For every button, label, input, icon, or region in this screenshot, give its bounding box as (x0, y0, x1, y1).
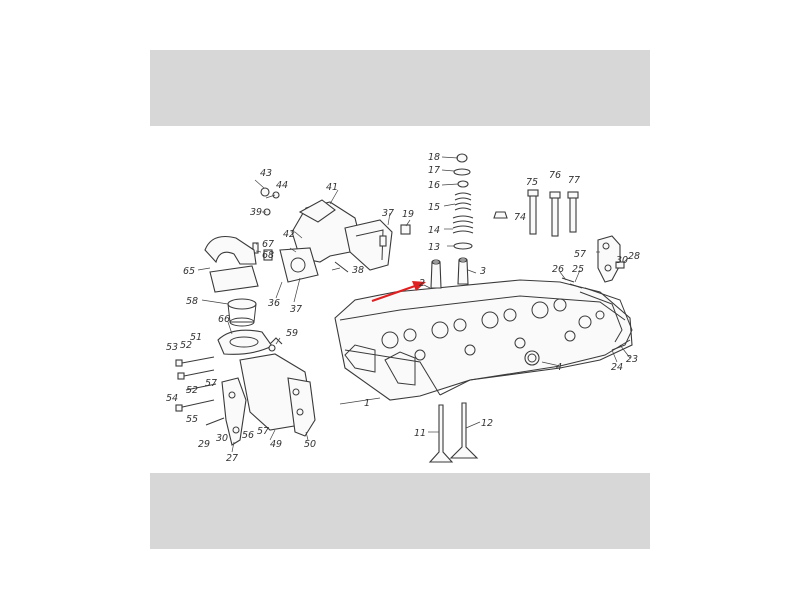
label-23: 23 (626, 354, 638, 365)
label-15: 15 (428, 202, 440, 213)
label-41: 41 (326, 182, 338, 193)
label-12: 12 (481, 418, 493, 429)
cylinder-head-exploded-diagram: 1 2 3 4 11 12 13 14 15 16 17 18 19 23 24… (166, 152, 640, 464)
label-39: 39 (250, 207, 262, 218)
label-17: 17 (428, 165, 440, 176)
label-2: 2 (419, 278, 425, 289)
top-gray-band (150, 50, 650, 126)
label-56: 56 (242, 430, 254, 441)
label-57-left-a: 57 (205, 378, 217, 389)
bottom-gray-band (150, 473, 650, 549)
label-49: 49 (270, 439, 282, 450)
label-13: 13 (428, 242, 440, 253)
label-76: 76 (549, 170, 561, 181)
label-52-lower: 52 (186, 385, 198, 396)
label-24: 24 (611, 362, 623, 373)
label-38: 38 (352, 265, 364, 276)
label-66: 66 (218, 314, 230, 325)
label-30-left: 30 (216, 433, 228, 444)
label-74: 74 (514, 212, 526, 223)
label-57-left-b: 57 (257, 426, 269, 437)
label-1: 1 (364, 398, 370, 409)
label-30-right: 30 (616, 255, 628, 266)
label-54: 54 (166, 393, 178, 404)
label-16: 16 (428, 180, 440, 191)
label-77: 77 (568, 175, 580, 186)
label-19: 19 (402, 209, 414, 220)
label-29: 29 (198, 439, 210, 450)
label-26: 26 (552, 264, 564, 275)
label-25: 25 (572, 264, 584, 275)
label-57-right: 57 (574, 249, 586, 260)
label-55: 55 (186, 414, 198, 425)
label-51: 51 (190, 332, 202, 343)
label-68: 68 (262, 250, 274, 261)
label-52-upper: 52 (180, 340, 192, 351)
label-28: 28 (628, 251, 640, 262)
label-36: 36 (268, 298, 280, 309)
head-bolts (493, 189, 579, 237)
label-43: 43 (260, 168, 272, 179)
label-44: 44 (276, 180, 288, 191)
red-pointer-arrow (371, 281, 426, 303)
label-11: 11 (414, 428, 426, 439)
label-59: 59 (286, 328, 298, 339)
label-65: 65 (183, 266, 195, 277)
label-37-upper: 37 (382, 208, 394, 219)
label-53: 53 (166, 342, 178, 353)
label-50: 50 (304, 439, 316, 450)
valve-spring-stack (452, 153, 474, 250)
label-18: 18 (428, 152, 440, 163)
label-75: 75 (526, 177, 538, 188)
label-27: 27 (226, 453, 238, 464)
label-42: 42 (283, 229, 295, 240)
label-14: 14 (428, 225, 440, 236)
label-37-lower: 37 (290, 304, 302, 315)
label-67: 67 (262, 239, 274, 250)
manifold (279, 199, 393, 283)
label-4: 4 (556, 362, 562, 373)
label-3: 3 (480, 266, 486, 277)
label-58: 58 (186, 296, 198, 307)
